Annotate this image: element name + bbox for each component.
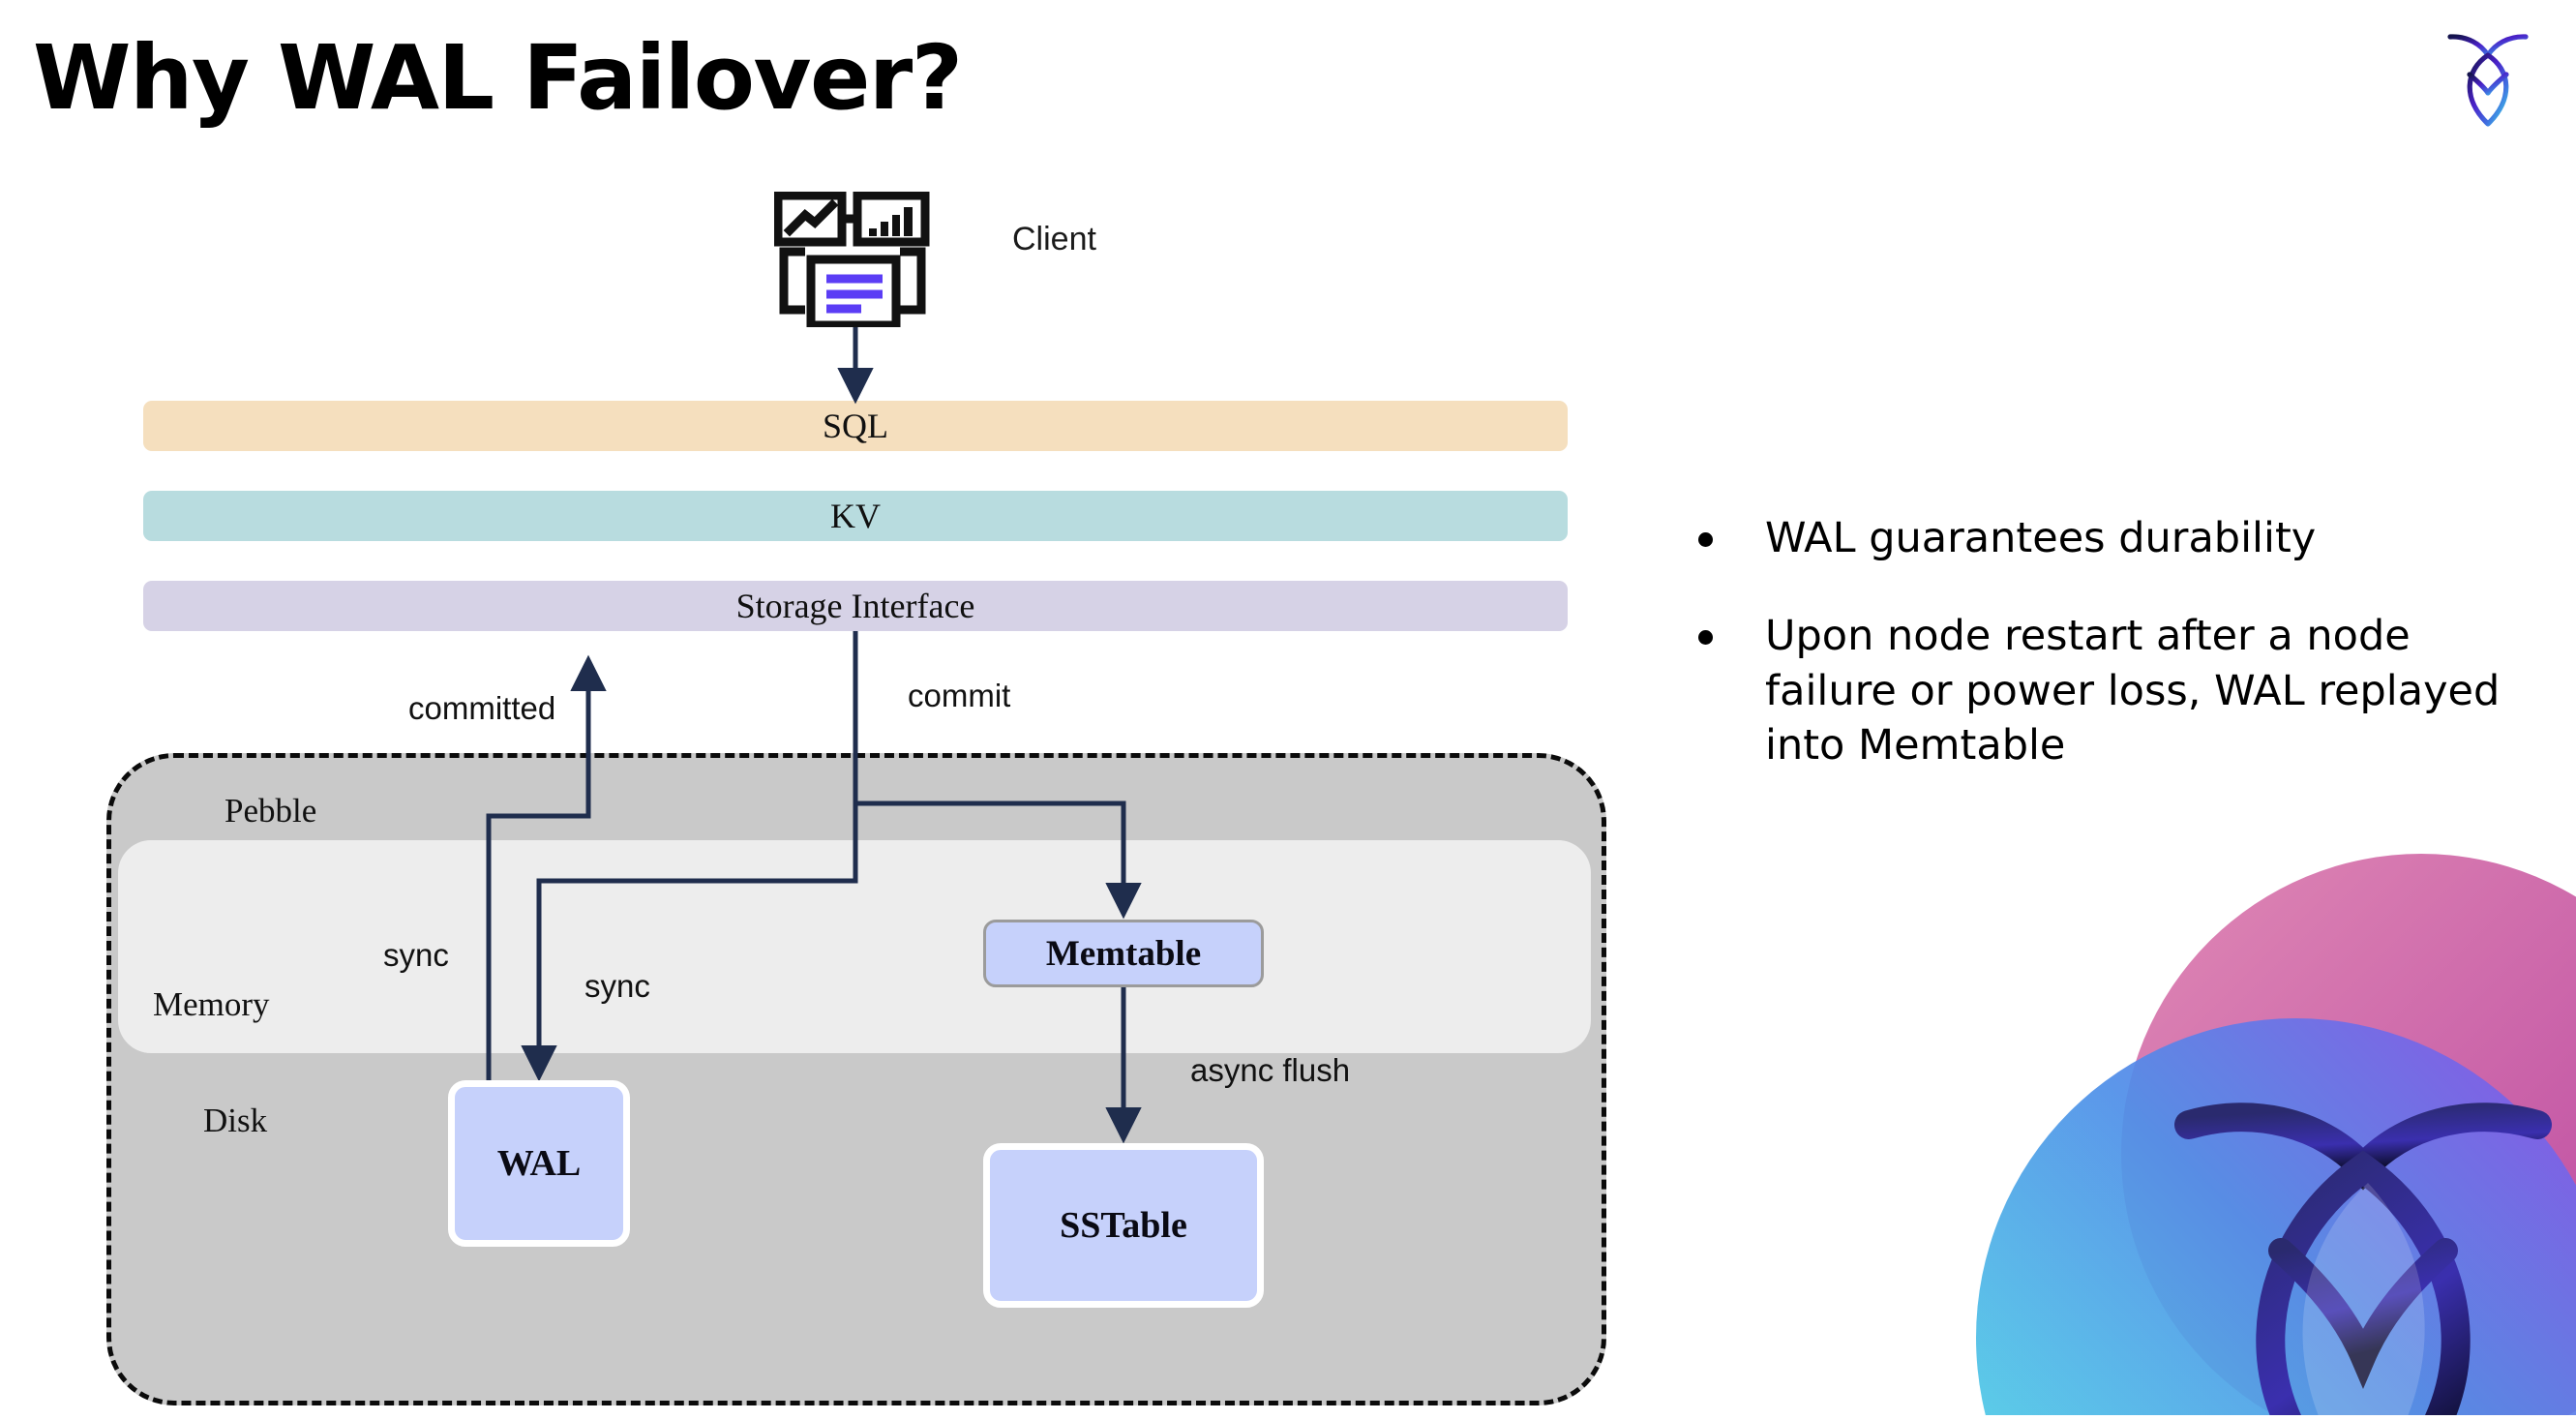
bullet-dot-icon — [1698, 532, 1713, 547]
layer-bar-kv-label: KV — [830, 497, 881, 535]
list-item: Upon node restart after a node failure o… — [1698, 609, 2501, 773]
list-item: WAL guarantees durability — [1698, 511, 2501, 566]
wal-architecture-diagram: Client SQL KV Storage Interface Pebble M… — [106, 191, 1606, 1405]
cockroachdb-watermark-icon — [1841, 834, 2576, 1415]
edge-label-async-flush: async flush — [1190, 1052, 1351, 1088]
memory-label: Memory — [153, 985, 270, 1023]
bullet-list: WAL guarantees durability Upon node rest… — [1698, 511, 2501, 816]
pebble-label: Pebble — [225, 792, 317, 830]
edge-label-sync-left: sync — [383, 937, 449, 973]
sstable-box: SSTable — [983, 1143, 1264, 1308]
edge-label-sync-right: sync — [584, 968, 650, 1004]
bullet-dot-icon — [1698, 629, 1713, 645]
page-title: Why WAL Failover? — [33, 26, 963, 130]
memtable-label: Memtable — [1045, 933, 1202, 974]
cockroachdb-logo-icon — [2444, 29, 2531, 143]
bullet-text: Upon node restart after a node failure o… — [1765, 611, 2501, 770]
memtable-box: Memtable — [983, 920, 1264, 987]
sstable-label: SSTable — [1060, 1205, 1187, 1246]
layer-bar-sql: SQL — [143, 401, 1568, 451]
layer-bar-kv: KV — [143, 491, 1568, 541]
edge-label-commit: commit — [908, 678, 1011, 713]
wal-box: WAL — [448, 1080, 630, 1247]
memory-zone — [118, 840, 1591, 1053]
layer-bar-storage-label: Storage Interface — [735, 587, 975, 625]
edge-label-committed: committed — [408, 690, 556, 726]
disk-label: Disk — [203, 1102, 268, 1139]
layer-bar-sql-label: SQL — [822, 407, 888, 445]
client-label: Client — [1012, 221, 1096, 257]
bullet-text: WAL guarantees durability — [1765, 514, 2317, 562]
wal-label: WAL — [496, 1143, 582, 1184]
client-dashboard-icon — [773, 191, 931, 330]
layer-bar-storage: Storage Interface — [143, 581, 1568, 631]
